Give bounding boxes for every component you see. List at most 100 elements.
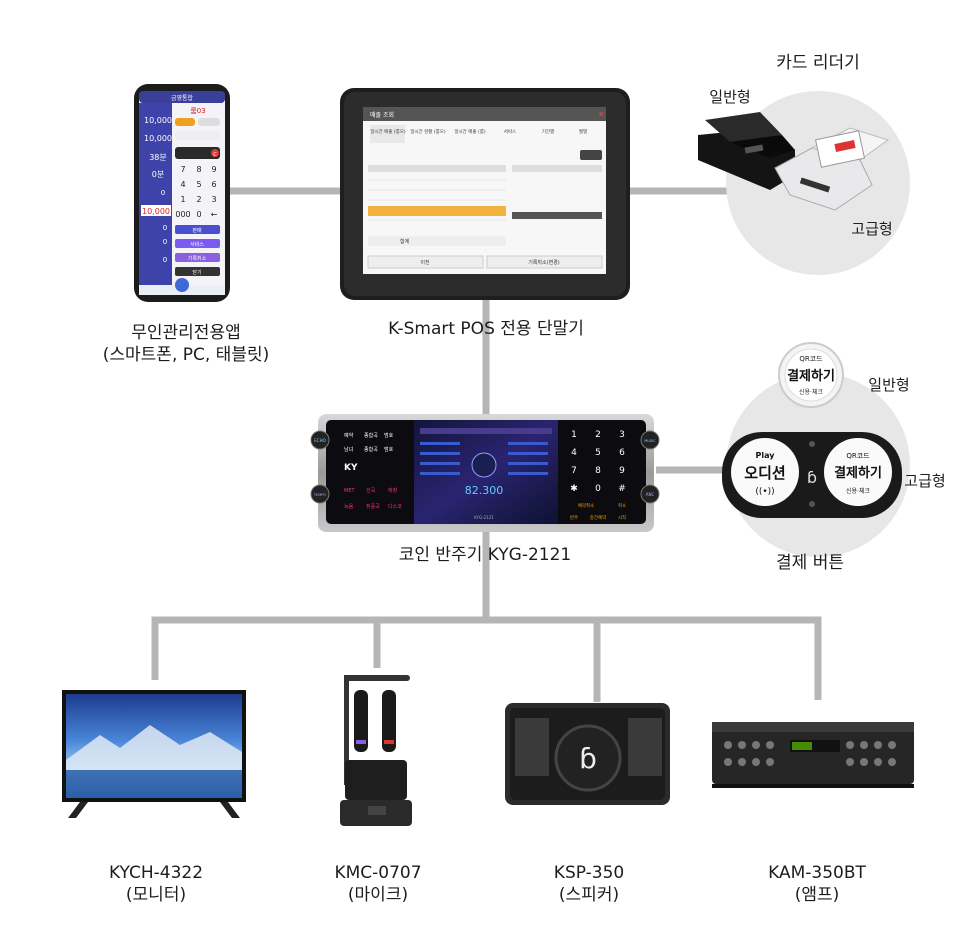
karaoke-button[interactable]: 예약취소 xyxy=(578,502,595,509)
pos-tab[interactable]: 서비스 xyxy=(504,128,516,135)
phone-service-label: 서비스 xyxy=(190,241,204,248)
pay-button-basic-label: 일반형 xyxy=(868,376,910,394)
phone-key[interactable]: 1 xyxy=(180,195,185,204)
phone-room: 룸03 xyxy=(190,107,205,115)
karaoke-button[interactable]: 선곡 xyxy=(366,487,376,494)
pay-button-basic[interactable]: QR코드 결제하기 신용·체크 xyxy=(778,342,844,408)
amp-label: KAM-350BT (앰프) xyxy=(755,862,879,906)
pos-cancel-record-button[interactable] xyxy=(486,255,603,269)
phone-service-button[interactable] xyxy=(175,239,220,248)
pos-tab-active[interactable] xyxy=(370,125,405,143)
karaoke-button[interactable]: 종합곡 xyxy=(364,432,378,439)
audition-button[interactable] xyxy=(731,438,799,506)
karaoke-key[interactable]: # xyxy=(618,484,626,494)
karaoke-key[interactable]: 3 xyxy=(619,430,625,440)
phone-close-label: 닫기 xyxy=(192,269,201,276)
phone-key[interactable]: 6 xyxy=(211,180,216,189)
karaoke-button[interactable]: 애창 xyxy=(388,487,398,494)
pay-button-premium: Play 오디션 ((•)) ɓ QR코드 결제하기 신용·체크 xyxy=(722,432,902,518)
karaoke-key[interactable]: 8 xyxy=(595,466,601,476)
karaoke-key[interactable]: 2 xyxy=(595,430,601,440)
pos-prev-button[interactable] xyxy=(367,255,484,269)
card-reader-premium xyxy=(774,127,890,211)
phone-key[interactable]: 2 xyxy=(196,195,201,204)
karaoke-key[interactable]: 4 xyxy=(571,448,577,458)
pos-cancel-record-label: 기록취소(변경) xyxy=(528,259,560,266)
phone-key[interactable]: 3 xyxy=(211,195,216,204)
amp-knobs[interactable] xyxy=(724,741,896,766)
pos-refresh-button[interactable] xyxy=(580,150,602,160)
karaoke-button[interactable]: 다스코 xyxy=(388,503,402,510)
pos-selected-row[interactable] xyxy=(368,206,506,216)
tempo-knob[interactable] xyxy=(310,484,330,504)
karaoke-key[interactable]: 5 xyxy=(595,448,601,458)
phone-key[interactable]: 0 xyxy=(196,210,201,219)
pos-tab[interactable]: 일시간 매출 (룸) xyxy=(454,128,485,135)
karaoke-brand-logo: KY xyxy=(344,463,358,473)
phone-amount-1: 10,000 xyxy=(144,116,172,125)
echo-knob[interactable] xyxy=(310,430,330,450)
phone-key[interactable]: 7 xyxy=(180,165,185,174)
anc-knob[interactable] xyxy=(640,484,660,504)
karaoke-button[interactable]: 종합곡 xyxy=(364,446,378,453)
phone-tab-time[interactable] xyxy=(175,118,195,126)
connection-lines xyxy=(151,187,822,702)
phone-toggle[interactable] xyxy=(175,131,220,140)
music-knob[interactable] xyxy=(640,430,660,450)
karaoke-key[interactable]: 0 xyxy=(595,484,601,494)
audition-wave-icon: ((•)) xyxy=(755,487,774,497)
phone-display xyxy=(175,147,220,159)
karaoke-key[interactable]: 7 xyxy=(571,466,577,476)
phone-key[interactable]: 000 xyxy=(175,210,190,219)
pay-button-title: 결제 버튼 xyxy=(776,553,844,573)
phone-home-icon[interactable] xyxy=(175,278,189,292)
phone-key[interactable]: ← xyxy=(211,210,218,219)
karaoke-button[interactable]: 중간예약 xyxy=(590,514,607,521)
karaoke-button[interactable]: 남녀 xyxy=(344,446,353,453)
phone-clear-button[interactable] xyxy=(211,149,219,157)
karaoke-button[interactable]: 시작 xyxy=(618,514,626,521)
speaker-label-model: KSP-350 xyxy=(553,863,625,883)
karaoke-key[interactable]: 9 xyxy=(619,466,625,476)
karaoke-button[interactable]: 범호 xyxy=(384,432,394,439)
pos-tab[interactable]: 기간별 xyxy=(542,128,554,135)
tempo-label: TEMPO xyxy=(313,493,326,497)
karaoke-key[interactable]: 1 xyxy=(571,430,577,440)
karaoke-button[interactable]: 녹음 xyxy=(344,504,354,510)
pos-tab[interactable]: 일시간 현황 (룸으) xyxy=(410,128,446,135)
phone-close-button[interactable] xyxy=(175,267,220,276)
phone-tab-amount[interactable] xyxy=(198,118,220,126)
phone-key[interactable]: 8 xyxy=(196,165,201,174)
phone-key[interactable]: 4 xyxy=(180,180,185,189)
phone-key[interactable]: 9 xyxy=(211,165,216,174)
karaoke-button[interactable]: 취중곡 xyxy=(366,503,380,510)
karaoke-key[interactable]: ✱ xyxy=(570,484,578,494)
pay-premium-button[interactable] xyxy=(824,438,892,506)
karaoke-key[interactable]: 6 xyxy=(619,448,625,458)
phone-input[interactable] xyxy=(141,205,171,216)
phone-header: 금영통합 xyxy=(171,94,194,102)
karaoke-left-buttons[interactable]: 예약 종합곡 범호 남녀 종합곡 범호 xyxy=(344,432,394,453)
karaoke-button[interactable]: 취소 xyxy=(618,502,626,509)
phone-cancel-button[interactable] xyxy=(175,253,220,262)
karaoke-button[interactable]: 범호 xyxy=(384,446,394,453)
pos-tab[interactable]: 월별 xyxy=(579,128,587,135)
phone-keypad[interactable]: 7 8 9 4 5 6 1 2 3 000 0 ← xyxy=(175,165,217,219)
karaoke-button[interactable]: 반주 xyxy=(570,514,578,521)
karaoke-button[interactable]: 예약 xyxy=(344,432,354,439)
phone-key[interactable]: 5 xyxy=(196,180,201,189)
pos-tabs[interactable]: 일시간 매출 (룸으) 일시간 현황 (룸으) 일시간 매출 (룸) 서비스 기… xyxy=(370,128,587,135)
karaoke-button[interactable]: MET xyxy=(344,488,355,494)
pos-total-row xyxy=(368,236,506,246)
tv-monitor xyxy=(62,690,246,818)
audition-label: 오디션 xyxy=(744,464,785,482)
karaoke-right-buttons[interactable]: 예약취소 취소 반주 중간예약 시작 xyxy=(570,502,626,521)
phone-sell-button[interactable] xyxy=(175,225,220,234)
karaoke-keypad[interactable]: 1 2 3 4 5 6 7 8 9 ✱ 0 # xyxy=(570,430,626,494)
karaoke-model-tag: KYG-2121 xyxy=(474,515,494,520)
karaoke-left-buttons-2[interactable]: MET 선곡 애창 녹음 취중곡 다스코 xyxy=(344,487,402,510)
pay-premium-main-label: 결제하기 xyxy=(834,465,882,481)
pos-close-icon[interactable]: ✕ xyxy=(598,110,605,119)
pos-total-label: 합계 xyxy=(400,238,410,245)
pos-tab[interactable]: 일시간 매출 (룸으) xyxy=(370,128,406,135)
